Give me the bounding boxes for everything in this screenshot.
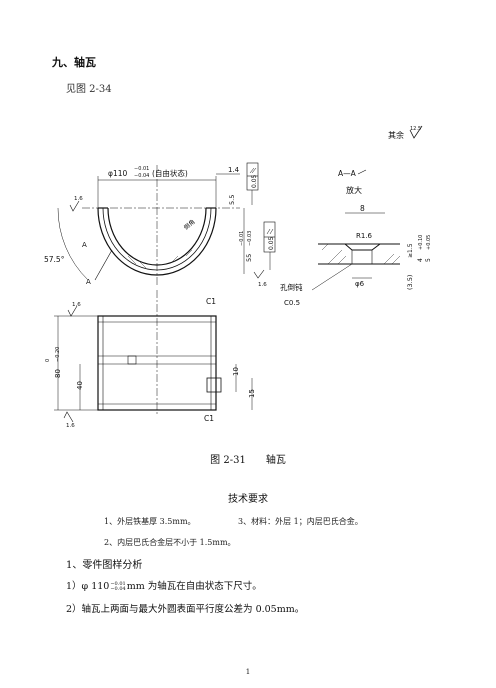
requirement-item: 2、内层巴氏合金层不小于 1.5mm。 xyxy=(104,538,236,547)
c1-top: C1 xyxy=(206,297,216,306)
roughness-icon-2 xyxy=(253,269,265,279)
diameter-lower-tol: −0.04 xyxy=(134,173,149,179)
page-number: 1 xyxy=(245,668,251,676)
dim-8: 8 xyxy=(360,204,365,213)
dim-1-5: ≥1.5 xyxy=(407,243,414,258)
dim-phi6: φ6 xyxy=(355,280,365,288)
requirement-item: 1、外层铁基厚 3.5mm。 xyxy=(104,517,196,526)
requirement-item: 3、材料：外层 1；内层巴氏合金。 xyxy=(238,517,363,526)
dim-3-5: (3.5) xyxy=(406,275,414,290)
parallel-tolerance: 0.05 xyxy=(251,174,258,188)
dim-80-upper: 0 xyxy=(45,359,51,362)
analysis-item-1-prefix: 1）φ 110 xyxy=(66,581,110,592)
dim-40: 40 xyxy=(76,381,84,390)
diameter-label: φ110 xyxy=(108,169,127,178)
dim-4-upper: +0.10 xyxy=(418,235,424,250)
roughness-symbol-icon xyxy=(409,125,423,139)
dim-5-upper: +0.05 xyxy=(426,235,432,250)
rest-roughness-value: 12.5 xyxy=(410,126,421,132)
roughness-icon-4 xyxy=(63,411,74,423)
analysis-tol-lower: −0.04 xyxy=(110,585,126,592)
roughness-icon xyxy=(69,200,80,212)
chamfer-note: 倒角 xyxy=(182,218,196,232)
dim-4: 4 xyxy=(417,258,424,262)
section-detail: A—A 放大 8 R1.6 ≥1.5 4 +0.10 5 +0.05 (3.5)… xyxy=(280,169,432,307)
roughness-value-side: 1.6 xyxy=(72,302,81,308)
analysis-tol-upper: −0.01 xyxy=(110,580,126,587)
dim-1-4: 1.4 xyxy=(228,166,240,174)
dim-55-lower: −0.03 xyxy=(247,231,253,246)
analysis-tolerance: −0.01−0.04 xyxy=(110,580,126,592)
hole-chamfer: C0.5 xyxy=(284,299,300,307)
dim-5: 5 xyxy=(425,258,432,262)
figure-caption: 图 2-31 轴瓦 xyxy=(210,455,286,466)
section-title: 九、轴瓦 xyxy=(52,56,96,69)
analysis-item-1: 1）φ 110−0.01−0.04mm 为轴瓦在自由状态下尺寸。 xyxy=(66,578,262,592)
parallel-icon xyxy=(249,167,257,174)
roughness-value-left: 1.6 xyxy=(74,196,83,202)
analysis-item-1-suffix: mm 为轴瓦在自由状态下尺寸。 xyxy=(126,581,262,592)
analysis-heading: 1、零件图样分析 xyxy=(66,560,143,571)
section-mark-a: A xyxy=(82,241,87,249)
diameter-upper-tol: −0.01 xyxy=(134,166,149,172)
front-view: φ110 −0.01 −0.04 (自由状态) 1.4 0.05 5.5 1.6… xyxy=(44,162,276,288)
figure-reference: 见图 2-34 xyxy=(66,84,112,95)
dim-80: 80 xyxy=(54,369,62,378)
analysis-item-2: 2）轴瓦上两面与最大外圆表面平行度公差为 0.05mm。 xyxy=(66,604,305,615)
dim-15: 15 xyxy=(248,389,256,398)
tech-requirements-title: 技术要求 xyxy=(228,494,268,505)
dim-r1-6: R1.6 xyxy=(356,232,373,240)
dim-55-upper: −0.01 xyxy=(239,231,245,246)
angle-label: 57.5° xyxy=(44,255,65,264)
roughness-value-bottom: 1.6 xyxy=(258,282,267,288)
roughness-value-side-2: 1.6 xyxy=(66,423,75,429)
dim-80-lower: −0.20 xyxy=(55,347,61,362)
enlarge-label: 放大 xyxy=(346,185,362,195)
dim-5-5: 5.5 xyxy=(228,195,236,205)
c1-bottom: C1 xyxy=(204,414,214,423)
section-mark-a-2: A xyxy=(86,278,91,286)
dim-55: 55 xyxy=(245,254,253,262)
parallel-icon-2 xyxy=(266,228,274,235)
rest-roughness-label: 其余 xyxy=(388,130,404,140)
perp-tolerance: 0.05 xyxy=(268,236,275,250)
hole-note: 孔倒钝 xyxy=(280,282,303,292)
diameter-note: (自由状态) xyxy=(152,168,188,178)
section-title-aa: A—A xyxy=(338,169,357,178)
side-view: C1 C1 1.6 1.6 80 0 −0.20 40 10 15 xyxy=(45,290,256,429)
dim-10: 10 xyxy=(232,367,240,376)
